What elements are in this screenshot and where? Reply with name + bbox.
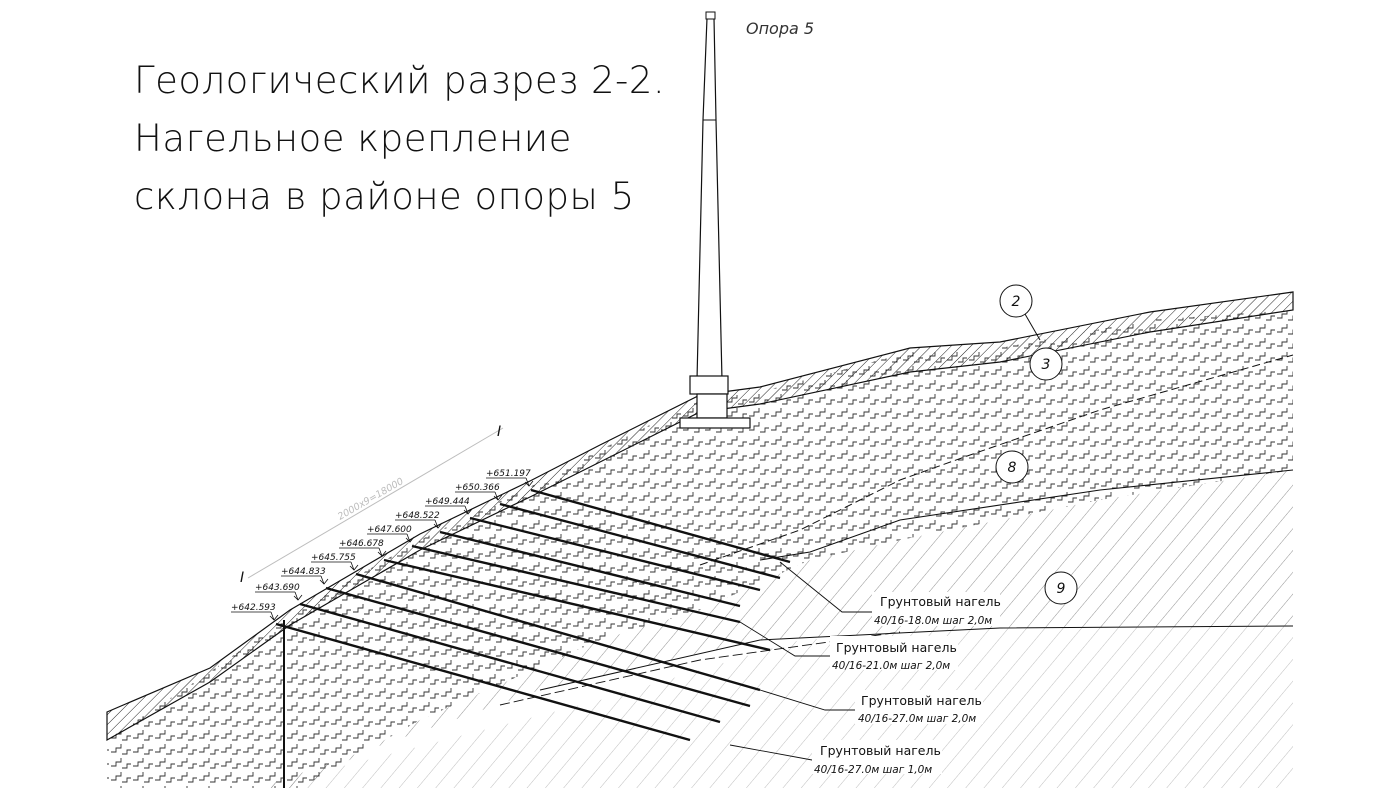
- layer-marker-8: 8: [995, 450, 1029, 484]
- elevation-label: +644.833: [281, 567, 326, 577]
- support-tower: [679, 11, 751, 429]
- anchor-title-4: Грунтовый нагель: [820, 743, 941, 758]
- layer-marker-9: 9: [1044, 571, 1078, 605]
- elevation-label: +650.366: [455, 483, 500, 493]
- title-line-1: Геологический разрез 2-2.: [134, 59, 666, 102]
- boundary-lower: [539, 625, 1294, 691]
- anchor-spec-3: 40/16-27.0м шаг 2,0м: [858, 713, 976, 725]
- elevation-mark: +649.444: [425, 497, 473, 515]
- soil-nail: [499, 502, 781, 580]
- elevation-mark: +643.690: [255, 583, 303, 601]
- drawing-title: Геологический разрез 2-2. Нагельное креп…: [134, 52, 665, 226]
- title-line-3: склона в районе опоры 5: [134, 175, 635, 218]
- anchor-callout-2: Грунтовый нагель 40/16-21.0м шаг 2,0м: [739, 621, 958, 672]
- soil-nails: [275, 488, 791, 742]
- support-label: Опора 5: [746, 19, 814, 38]
- elevation-label: +643.690: [255, 583, 300, 593]
- layer-marker-2: 2: [999, 284, 1041, 341]
- layer-label-3: 3: [1042, 357, 1051, 373]
- elevation-mark: +648.522: [395, 511, 443, 529]
- anchor-spec-4: 40/16-27.0м шаг 1,0м: [814, 764, 932, 776]
- layer-8-fill: [107, 310, 1293, 788]
- boundary-8-9: [759, 469, 1294, 561]
- layer-9-lower: [258, 626, 1293, 788]
- section-mark-right: I: [497, 424, 501, 440]
- elevation-label: +651.197: [486, 469, 531, 479]
- elevation-label: +642.593: [231, 603, 276, 613]
- layer-label-8: 8: [1008, 460, 1017, 476]
- anchor-callout-3: Грунтовый нагель 40/16-27.0м шаг 2,0м: [759, 689, 983, 725]
- anchor-title-2: Грунтовый нагель: [836, 640, 957, 655]
- section-mark-left: I: [240, 570, 244, 586]
- anchor-title-3: Грунтовый нагель: [861, 693, 982, 708]
- soil-nail: [299, 602, 721, 724]
- anchor-callout-4: Грунтовый нагель 40/16-27.0м шаг 1,0м: [729, 740, 942, 776]
- elevation-mark: +645.755: [311, 553, 359, 571]
- layer-marker-3: 3: [1029, 347, 1063, 381]
- elevation-mark: +651.197: [486, 469, 534, 487]
- elevation-mark: +644.833: [281, 567, 329, 585]
- elevation-mark: +647.600: [367, 525, 415, 543]
- elevation-mark: +642.593: [231, 603, 279, 621]
- anchor-spec-1: 40/16-18.0м шаг 2,0м: [874, 615, 992, 627]
- layer-9-fill: [258, 470, 1293, 788]
- elevation-label: +645.755: [311, 553, 356, 563]
- soil-nail: [383, 558, 771, 652]
- elevation-label: +647.600: [367, 525, 412, 535]
- elevation-label: +649.444: [425, 497, 470, 507]
- anchor-title-1: Грунтовый нагель: [880, 594, 1001, 609]
- title-line-2: Нагельное крепление: [134, 117, 572, 160]
- layer-label-9: 9: [1057, 581, 1066, 597]
- elevation-label: +648.522: [395, 511, 440, 521]
- soil-nail: [411, 544, 741, 624]
- soil-nail: [275, 622, 691, 742]
- anchor-spec-2: 40/16-21.0м шаг 2,0м: [832, 660, 950, 672]
- elevation-marks: +651.197 +650.366 +649.444 +648.522 +647.600…: [231, 469, 534, 621]
- elevation-mark: +646.678: [339, 539, 387, 557]
- soil-nail: [355, 572, 761, 692]
- soil-nail: [439, 530, 741, 608]
- soil-nail: [469, 516, 761, 592]
- layer-label-2: 2: [1012, 294, 1021, 310]
- soil-nail: [325, 586, 751, 708]
- anchor-callout-1: Грунтовый нагель 40/16-18.0м шаг 2,0м: [779, 561, 1001, 627]
- boundary-dashed: [699, 354, 1294, 566]
- elevation-mark: +650.366: [455, 483, 503, 501]
- elevation-label: +646.678: [339, 539, 384, 549]
- soil-nail: [530, 488, 791, 564]
- layer-2-crust: [106, 291, 1294, 742]
